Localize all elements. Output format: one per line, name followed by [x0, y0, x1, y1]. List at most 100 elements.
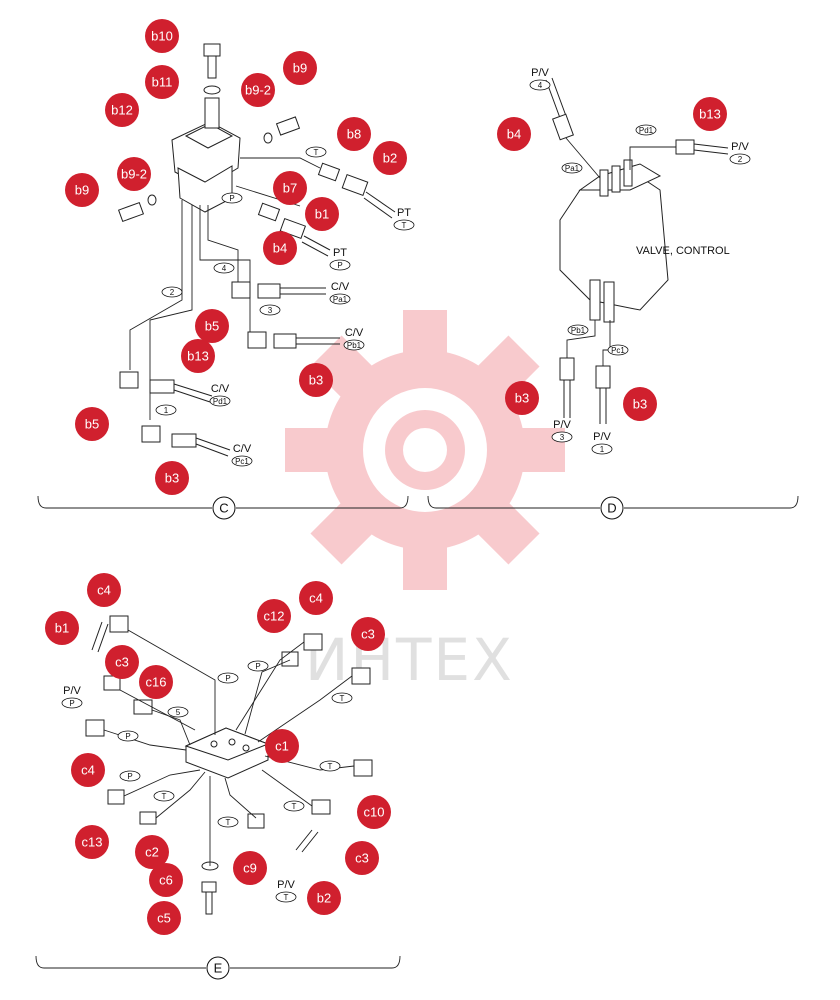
line-tag: Pb1 [567, 324, 589, 336]
callout-c5: c5 [147, 901, 181, 935]
svg-text:P: P [125, 732, 130, 741]
svg-text:b2: b2 [317, 891, 331, 906]
callout-c1: c1 [265, 729, 299, 763]
svg-text:b9: b9 [75, 183, 89, 198]
port-label: PT P [329, 247, 351, 271]
line-tag: 3 [259, 304, 281, 316]
svg-text:b8: b8 [347, 127, 361, 142]
svg-text:P/V: P/V [593, 431, 611, 443]
svg-text:c3: c3 [115, 655, 129, 670]
callout-b1: b1 [45, 611, 79, 645]
svg-text:P: P [229, 194, 234, 203]
line-tag: 2 [161, 286, 183, 298]
callout-c10: c10 [357, 795, 391, 829]
callout-b4: b4 [497, 117, 531, 151]
callout-c3: c3 [345, 841, 379, 875]
callout-c6: c6 [149, 863, 183, 897]
bolt-head [203, 43, 221, 57]
callout-b13: b13 [181, 339, 215, 373]
svg-text:Pa1: Pa1 [565, 164, 580, 173]
line-tag: T [217, 816, 239, 828]
svg-text:4: 4 [538, 81, 543, 90]
callout-b2: b2 [307, 881, 341, 915]
svg-text:T: T [402, 221, 407, 230]
svg-text:C/V: C/V [211, 383, 230, 395]
line-tag: Pd1 [635, 124, 657, 136]
svg-text:T: T [284, 893, 289, 902]
svg-text:b2: b2 [383, 151, 397, 166]
svg-text:b3: b3 [515, 391, 529, 406]
callout-b12: b12 [105, 93, 139, 127]
callout-c2: c2 [135, 835, 169, 869]
line-tag: T [305, 146, 327, 158]
svg-text:c9: c9 [243, 861, 257, 876]
svg-text:c10: c10 [364, 805, 385, 820]
callout-b8: b8 [337, 117, 371, 151]
elbow-fitting [231, 281, 251, 299]
svg-text:b3: b3 [633, 397, 647, 412]
callout-b2: b2 [373, 141, 407, 175]
callout-b9-2: b9-2 [117, 157, 151, 191]
svg-text:Pd1: Pd1 [639, 126, 654, 135]
line-tag: P [117, 730, 139, 742]
callout-c4: c4 [299, 581, 333, 615]
callout-c9: c9 [233, 851, 267, 885]
valve-control-label: VALVE, CONTROL [636, 245, 730, 257]
line-tag: 5 [167, 706, 189, 718]
callout-c4: c4 [71, 753, 105, 787]
callout-b5: b5 [75, 407, 109, 441]
line-tag: 1 [155, 404, 177, 416]
svg-text:P/V: P/V [553, 419, 571, 431]
callout-b3: b3 [623, 387, 657, 421]
port-label: P/V4 [529, 67, 551, 91]
callout-c16: c16 [139, 665, 173, 699]
line-tag: P [217, 672, 239, 684]
svg-text:PT: PT [333, 247, 347, 259]
svg-text:Pb1: Pb1 [571, 326, 586, 335]
svg-text:b9-2: b9-2 [121, 167, 147, 182]
svg-text:T: T [162, 792, 167, 801]
callout-b9: b9 [65, 173, 99, 207]
section-brackets [35, 495, 799, 969]
svg-text:b13: b13 [699, 107, 721, 122]
callout-b3: b3 [155, 461, 189, 495]
svg-text:b10: b10 [151, 29, 173, 44]
svg-text:D: D [607, 501, 616, 516]
svg-text:2: 2 [738, 155, 743, 164]
svg-text:P: P [337, 261, 342, 270]
line-tag: T [319, 760, 341, 772]
svg-text:b7: b7 [283, 181, 297, 196]
svg-text:c16: c16 [146, 675, 167, 690]
svg-text:b1: b1 [55, 621, 69, 636]
svg-text:T: T [292, 802, 297, 811]
svg-text:3: 3 [560, 433, 565, 442]
svg-text:T: T [226, 818, 231, 827]
svg-text:Pa1: Pa1 [333, 295, 348, 304]
svg-text:b5: b5 [85, 417, 99, 432]
svg-text:C/V: C/V [345, 327, 364, 339]
line-tag: T [153, 790, 175, 802]
svg-text:5: 5 [176, 708, 181, 717]
watermark-gear-icon [285, 310, 565, 590]
port-label: P/VT [275, 879, 297, 903]
svg-text:b9-2: b9-2 [245, 83, 271, 98]
svg-text:PT: PT [397, 207, 411, 219]
callout-c13: c13 [75, 825, 109, 859]
line-tag: T [283, 800, 305, 812]
line-tag: 4 [213, 262, 235, 274]
svg-text:b12: b12 [111, 103, 133, 118]
svg-text:b4: b4 [273, 241, 287, 256]
port-labels: PTTPTPC/VPa1C/VPb1C/VPd1C/VPc1P/V4P/V2P/… [61, 67, 751, 903]
svg-text:P: P [127, 772, 132, 781]
svg-text:b11: b11 [152, 75, 173, 90]
port-label: P/V2 [729, 141, 751, 165]
washer [203, 85, 221, 95]
svg-text:c3: c3 [355, 851, 369, 866]
